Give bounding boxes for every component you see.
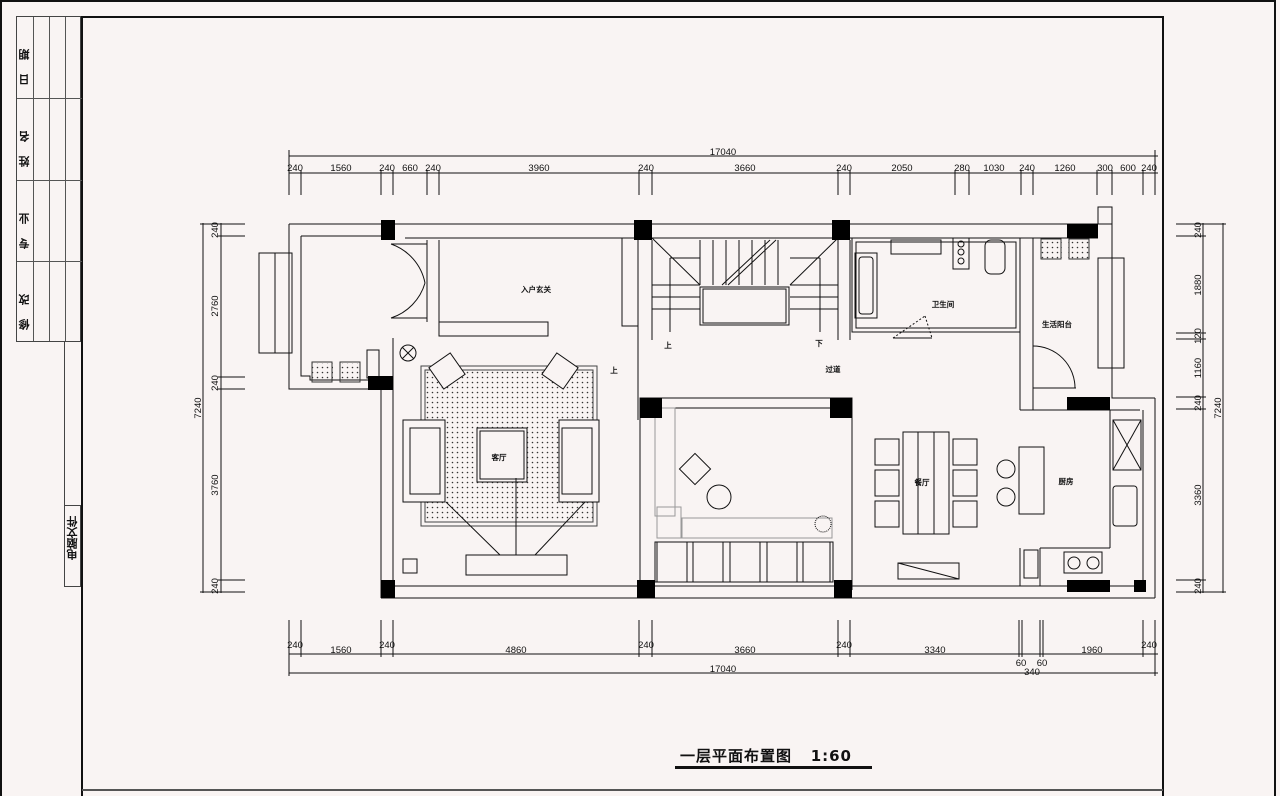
room-label-bathroom: 卫生间 <box>932 299 955 309</box>
svg-text:280: 280 <box>954 163 970 174</box>
svg-text:600: 600 <box>1120 163 1136 174</box>
stair-up-label: 上 <box>664 340 672 350</box>
dining-furniture <box>874 431 978 580</box>
svg-text:240: 240 <box>287 640 303 651</box>
svg-text:4860: 4860 <box>505 645 526 656</box>
structural-columns <box>368 220 1146 598</box>
room-label-corridor: 过道 <box>826 364 841 374</box>
drawing-scale: 1:60 <box>810 747 852 765</box>
step-up-label: 上 <box>610 365 618 375</box>
svg-text:3660: 3660 <box>734 163 755 174</box>
svg-text:240: 240 <box>210 578 221 594</box>
svg-text:240: 240 <box>425 163 441 174</box>
exterior-walls <box>258 206 1156 599</box>
left-dimension-chain <box>200 223 245 593</box>
svg-text:1030: 1030 <box>983 163 1004 174</box>
svg-text:240: 240 <box>1193 395 1204 411</box>
bottom-dimension-chain <box>288 620 1158 676</box>
svg-text:240: 240 <box>379 163 395 174</box>
svg-text:240: 240 <box>638 640 654 651</box>
svg-text:240: 240 <box>1193 578 1204 594</box>
title-block-edge <box>64 342 65 505</box>
doors <box>390 243 1076 389</box>
svg-text:660: 660 <box>402 163 418 174</box>
drawing-title: 一层平面布置图 1:60 <box>680 745 852 766</box>
room-label-entry-foyer: 入户玄关 <box>520 284 551 294</box>
computer-file-tab: 电脑文件 <box>64 505 81 587</box>
title-block-divider <box>33 17 34 341</box>
svg-text:3340: 3340 <box>924 645 945 656</box>
title-block-divider <box>49 17 50 341</box>
svg-text:240: 240 <box>287 163 303 174</box>
title-block-row-divider <box>17 261 82 262</box>
svg-text:3360: 3360 <box>1193 484 1204 505</box>
svg-text:240: 240 <box>210 375 221 391</box>
kitchen-fixtures <box>996 419 1142 579</box>
room-label-kitchen: 厨房 <box>1059 476 1075 486</box>
svg-text:1880: 1880 <box>1193 274 1204 295</box>
title-block-divider <box>65 17 66 341</box>
svg-text:17040: 17040 <box>710 664 736 675</box>
svg-text:240: 240 <box>1019 163 1035 174</box>
title-block-row-divider <box>17 180 82 181</box>
room-labels: 入户玄关 客厅 过道 卫生间 生活阳台 餐厅 厨房 上 下 上 <box>491 284 1075 487</box>
title-block-row-divider <box>17 98 82 99</box>
svg-text:1560: 1560 <box>330 163 351 174</box>
staircase[interactable] <box>651 237 839 332</box>
living-room-furniture <box>399 344 600 576</box>
svg-text:240: 240 <box>836 640 852 651</box>
drawing-title-text: 一层平面布置图 <box>680 747 793 765</box>
inner-frame <box>81 16 1164 796</box>
right-dimension-chain <box>1176 223 1226 593</box>
svg-text:60: 60 <box>1037 658 1048 669</box>
svg-text:1160: 1160 <box>1193 358 1204 378</box>
svg-text:3960: 3960 <box>528 163 549 174</box>
top-dimension-chain <box>288 150 1158 195</box>
svg-text:300: 300 <box>1097 163 1113 174</box>
svg-text:60: 60 <box>1016 658 1027 669</box>
svg-text:240: 240 <box>1141 640 1157 651</box>
svg-text:240: 240 <box>210 222 221 238</box>
svg-text:7240: 7240 <box>193 397 204 418</box>
svg-text:1560: 1560 <box>330 645 351 656</box>
svg-text:1960: 1960 <box>1081 645 1102 656</box>
bottom-rule <box>82 789 1163 791</box>
interior-walls <box>426 237 1140 590</box>
svg-text:2050: 2050 <box>891 163 912 174</box>
lounge-furniture <box>654 407 834 583</box>
svg-text:340: 340 <box>1024 667 1040 678</box>
svg-text:2760: 2760 <box>210 295 221 316</box>
drawing-title-underline <box>675 766 872 769</box>
svg-text:240: 240 <box>1193 222 1204 238</box>
svg-text:240: 240 <box>379 640 395 651</box>
svg-text:240: 240 <box>638 163 654 174</box>
bathroom-fixtures <box>854 237 1006 319</box>
svg-text:17040: 17040 <box>710 147 736 158</box>
svg-text:240: 240 <box>836 163 852 174</box>
svg-text:7240: 7240 <box>1213 397 1224 418</box>
svg-text:240: 240 <box>1141 163 1157 174</box>
title-block: 日期 姓名 专业 修改 <box>16 16 82 342</box>
room-label-living-room: 客厅 <box>491 452 507 462</box>
dimension-labels: 17040 240 1560 240 660 240 3960 240 3660… <box>193 147 1224 678</box>
svg-text:120: 120 <box>1193 328 1204 344</box>
svg-text:1260: 1260 <box>1054 163 1075 174</box>
room-label-utility-balcony: 生活阳台 <box>1042 319 1072 329</box>
stair-down-label: 下 <box>815 339 823 348</box>
room-label-dining-room: 餐厅 <box>914 477 930 487</box>
svg-text:3760: 3760 <box>210 474 221 495</box>
svg-text:3660: 3660 <box>734 645 755 656</box>
